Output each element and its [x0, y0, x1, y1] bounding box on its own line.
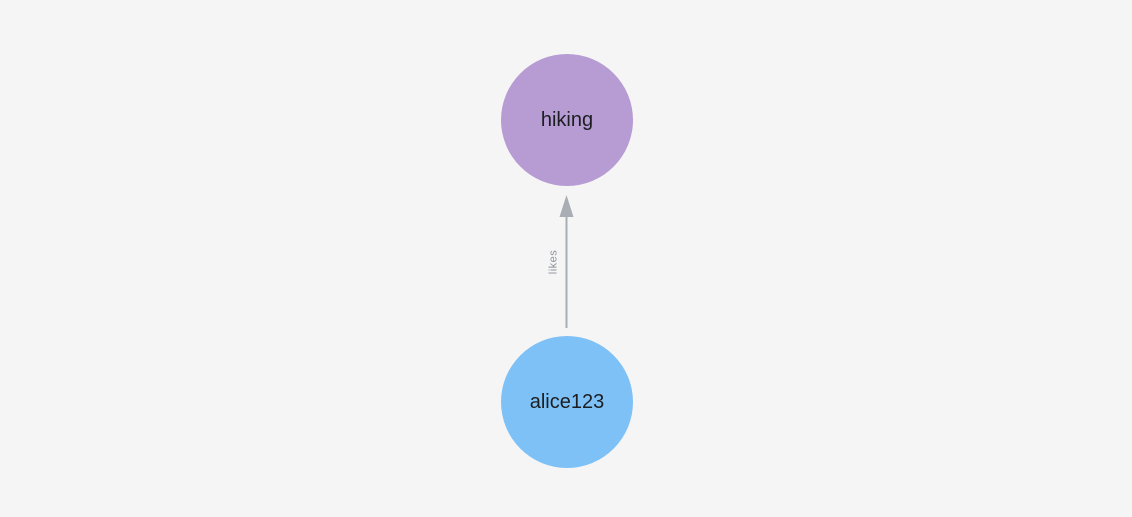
node-hiking-circle[interactable]	[501, 54, 633, 186]
node-hiking-label: hiking	[541, 109, 593, 131]
node-hiking[interactable]: hiking	[501, 54, 633, 186]
node-alice123-circle[interactable]	[501, 336, 633, 468]
edge-likes[interactable]: likes	[548, 195, 574, 328]
edge-label: likes	[548, 250, 560, 275]
node-alice123-label: alice123	[530, 391, 605, 413]
node-alice123[interactable]: alice123	[501, 336, 633, 468]
edge-arrowhead-icon	[559, 195, 574, 217]
